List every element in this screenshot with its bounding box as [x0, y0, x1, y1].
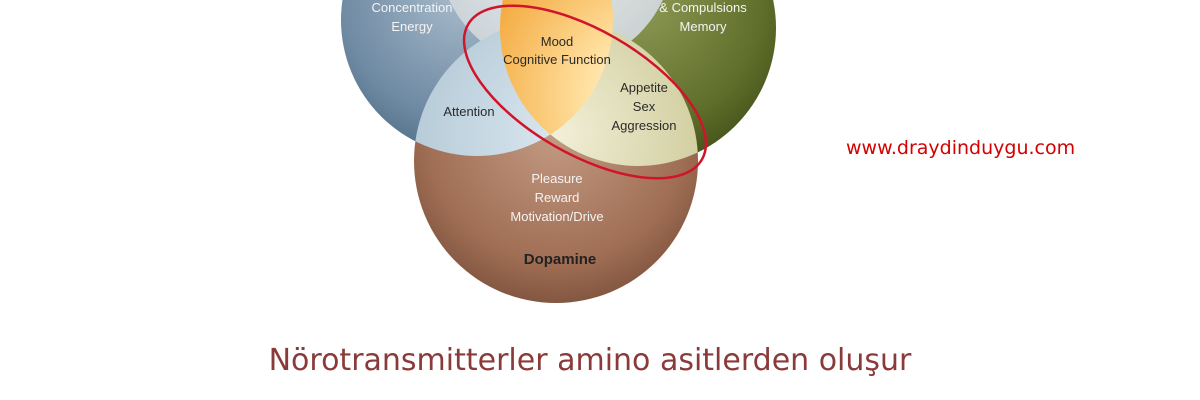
right-bottom-label-3: Aggression [611, 118, 676, 133]
left-bottom-label: Attention [443, 104, 494, 119]
left-circle-label-1: Concentration [372, 0, 453, 15]
center-label-1: Mood [541, 34, 574, 49]
overlap-center [500, 0, 613, 156]
center-label-2: Cognitive Function [503, 52, 611, 67]
website-link[interactable]: www.draydinduygu.com [846, 137, 1076, 159]
right-bottom-label-2: Sex [633, 99, 656, 114]
bottom-circle-label-3: Motivation/Drive [510, 209, 603, 224]
right-circle-label-1: & Compulsions [659, 0, 747, 15]
dopamine-label: Dopamine [524, 251, 597, 268]
bottom-circle-label-1: Pleasure [531, 171, 582, 186]
page-caption: Nörotransmitterler amino asitlerden oluş… [268, 343, 912, 378]
left-circle-label-2: Energy [391, 19, 433, 34]
right-circle-label-2: Memory [680, 19, 727, 34]
right-bottom-label-1: Appetite [620, 80, 668, 95]
bottom-circle-label-2: Reward [535, 190, 580, 205]
highlight-ellipse [462, 4, 708, 180]
